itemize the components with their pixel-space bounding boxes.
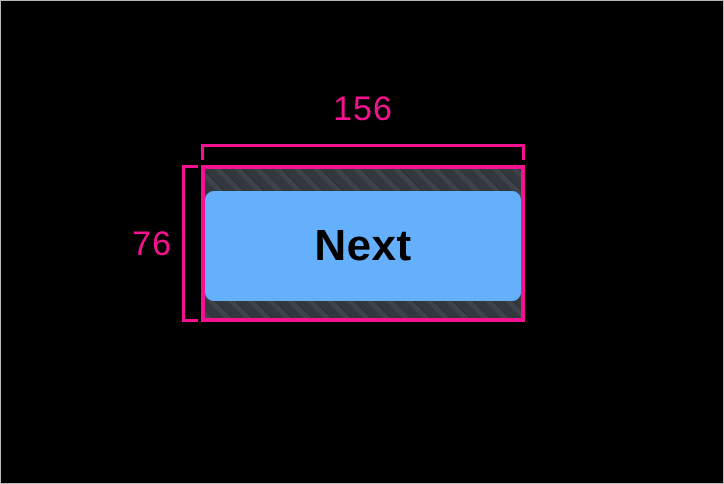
width-measurement-label: 156 [333,90,393,128]
width-measurement-bracket [201,144,525,160]
height-measurement-bracket [182,165,198,322]
next-button[interactable]: Next [205,191,521,301]
selected-element-bounds[interactable]: Next [201,165,525,322]
height-measurement-label: 76 [132,225,172,263]
